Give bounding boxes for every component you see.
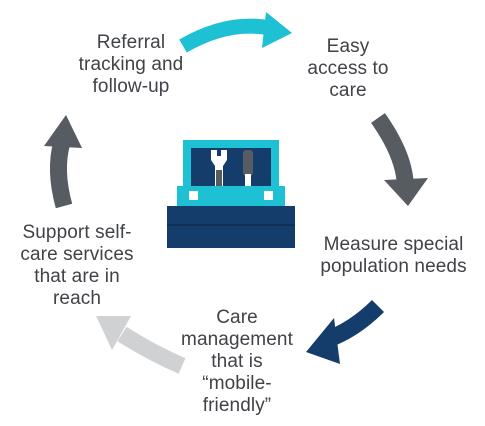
toolbox-icon bbox=[167, 136, 295, 248]
step-care-management: Care management that is “mobile- friendl… bbox=[181, 307, 293, 416]
arrow-measure-to-care bbox=[306, 299, 385, 364]
step-referral-tracking: Referral tracking and follow-up bbox=[78, 32, 184, 97]
wrench-icon bbox=[211, 150, 227, 188]
step-support-self-care: Support self- care services that are in … bbox=[20, 222, 134, 309]
step-easy-access: Easy access to care bbox=[307, 36, 389, 101]
arrow-care-to-support bbox=[96, 316, 186, 374]
arrow-access-to-measure bbox=[371, 113, 428, 206]
step-measure-needs: Measure special population needs bbox=[320, 234, 467, 277]
arrow-referral-to-access bbox=[179, 12, 292, 53]
screwdriver-icon bbox=[243, 150, 253, 188]
arrow-support-to-referral bbox=[44, 115, 82, 209]
